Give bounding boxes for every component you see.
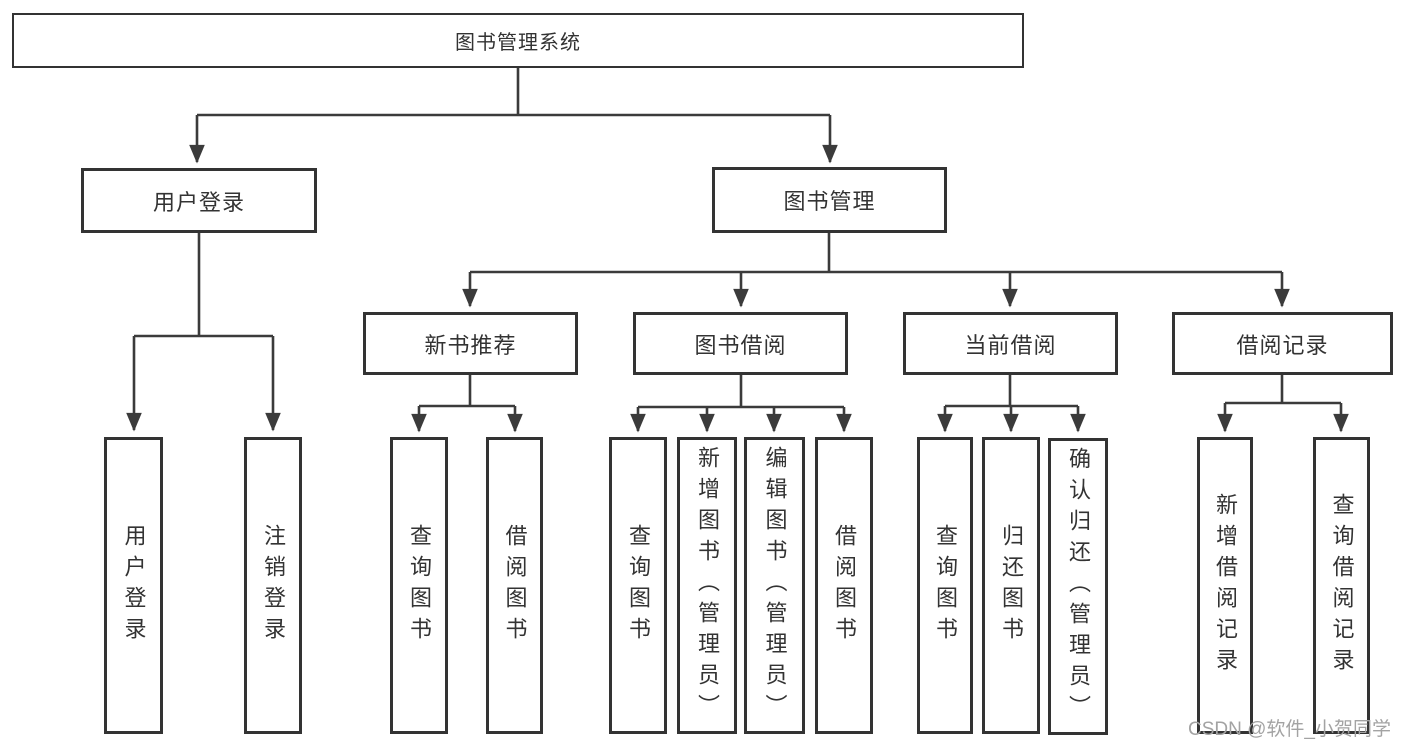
leaf-user-login: 用户登录: [104, 437, 163, 734]
leaf-query-books-current: 查询图书: [917, 437, 973, 734]
leaf-query-borrow-record: 查询借阅记录: [1313, 437, 1370, 734]
node-book-management: 图书管理: [712, 167, 947, 233]
node-user-login: 用户登录: [81, 168, 317, 233]
leaf-borrow-books-borrowing: 借阅图书: [815, 437, 873, 734]
node-borrowing-records: 借阅记录: [1172, 312, 1393, 375]
node-book-borrowing: 图书借阅: [633, 312, 848, 375]
leaf-query-books-borrowing: 查询图书: [609, 437, 667, 734]
node-new-book-recommendation: 新书推荐: [363, 312, 578, 375]
leaf-query-books-recommend: 查询图书: [390, 437, 448, 734]
leaf-confirm-return-admin: 确认归还（管理员）: [1048, 438, 1108, 735]
leaf-add-borrow-record: 新增借阅记录: [1197, 437, 1253, 734]
leaf-edit-books-admin: 编辑图书（管理员）: [744, 437, 805, 734]
leaf-logout: 注销登录: [244, 437, 302, 734]
leaf-return-books: 归还图书: [982, 437, 1040, 734]
watermark: CSDN @软件_小贺同学: [1188, 719, 1391, 740]
leaf-borrow-books-recommend: 借阅图书: [486, 437, 543, 734]
node-library-management-system: 图书管理系统: [12, 13, 1024, 68]
node-current-borrowing: 当前借阅: [903, 312, 1118, 375]
leaf-add-books-admin: 新增图书（管理员）: [677, 437, 737, 734]
